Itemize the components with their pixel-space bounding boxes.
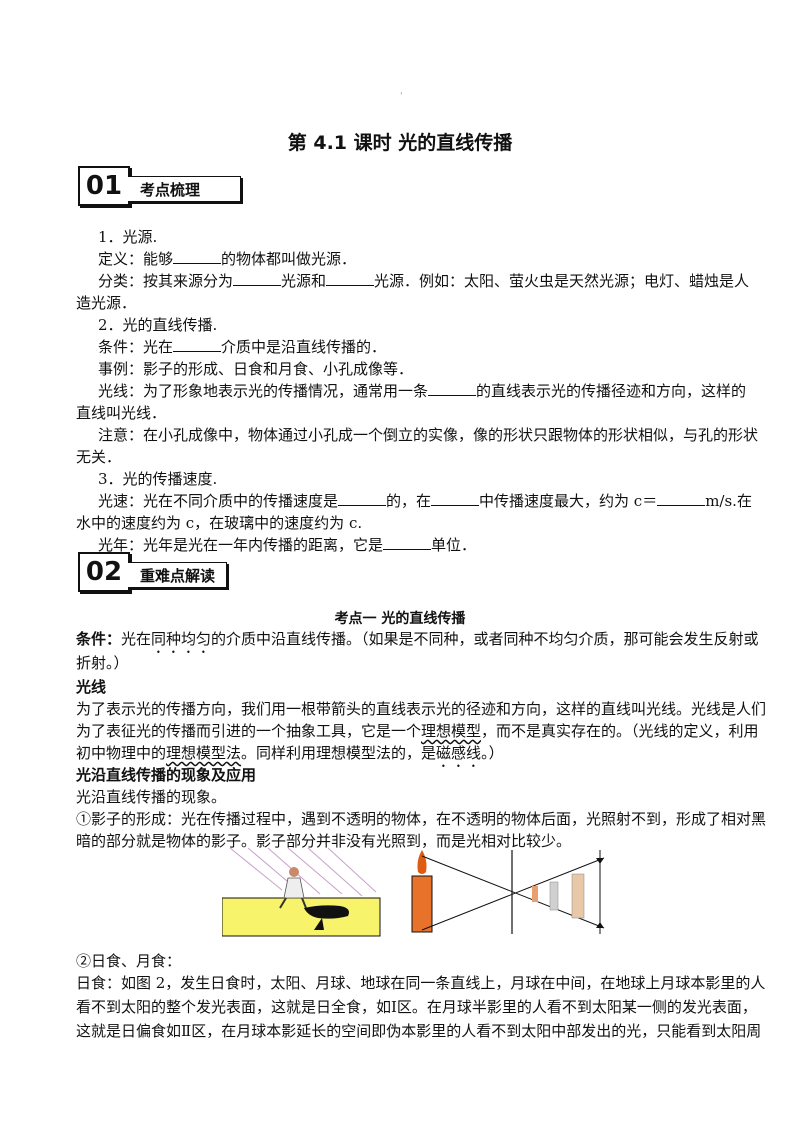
eclipse-heading: ②日食、月食： [76,952,182,970]
section-2-label: 重难点解读 [128,562,227,588]
keyword: 光线 [76,678,107,696]
emphasis-text: 同种均匀 [151,630,212,648]
fill-blank [233,271,282,286]
text: 光线：为了形象地表示光的传播情况，通常用一条 [98,382,429,400]
s1-line-15: 光年：光年是光在一年内传播的距离，它是 单位． [98,534,476,556]
text: ，而不是真实存在的。（光线的定义，利用 [481,722,759,740]
keyword: 条件： [76,630,122,648]
fill-blank [326,271,375,286]
shadow-figure [222,847,381,937]
text: 。） [481,744,504,762]
text: m/s.在 [705,492,752,510]
shadow-line-1: ①影子的形成：光在传播过程中，遇到不透明的物体，在不透明的物体后面，光照射不到，… [76,810,767,828]
ray-line-1: 为了表示光的传播方向，我们用一根带箭头的直线表示光的径迹和方向，这样的直线叫光线… [76,700,767,718]
text: 的直线表示光的传播径迹和方向，这样的 [476,382,747,400]
text: 光源．例如：太阳、萤火虫是天然光源；电灯、蜡烛是人 [374,272,750,290]
section-1-header: 01 考点梳理 [78,166,241,206]
text: 光速：光在不同介质中的传播速度是 [98,492,339,510]
text: 介质中是沿直线传播的． [221,338,387,356]
text: 初中物理中的 [76,744,167,762]
s1-line-1: 1．光源. [98,228,158,246]
ray-line-2: 为了表征光的传播而引进的一个抽象工具，它是一个理想模型，而不是真实存在的。（光线… [76,720,759,743]
text: 的物体都叫做光源． [221,250,357,268]
eclipse-line-2: 看不到太阳的整个发光表面，这就是日全食，如Ⅰ区。在月球半影里的人看不到太阳某一侧… [76,998,757,1016]
section-2-header: 02 重难点解读 [78,552,238,592]
s1-line-9: 直线叫光线． [76,404,167,422]
s1-line-2: 定义：能够 的物体都叫做光源． [98,248,356,270]
condition-line: 条件：光在同种均匀的介质中沿直线传播。（如果是不同种，或者同种不均匀介质，那可能… [76,628,759,657]
text: 为了表征光的传播而引进的一个抽象工具，它是一个 [76,722,422,740]
text: 分类：按其来源分为 [98,272,234,290]
section-1-number: 01 [78,166,130,206]
text: 光年：光年是光在一年内传播的距离，它是 [98,536,384,554]
fill-blank [428,381,477,396]
text: 条件：光在 [98,338,174,356]
s1-line-4: 造光源． [76,294,137,312]
fill-blank [657,491,706,506]
header-mark: ' [400,92,403,102]
s1-line-6: 条件：光在 介质中是沿直线传播的． [98,336,386,358]
text: 的介质中沿直线传播。（如果是不同种，或者同种不均匀介质，那可能会发生反射或 [211,630,759,648]
s1-line-7: 事例：影子的形成、日食和月食、小孔成像等． [98,360,414,378]
emphasis-text: 理想模型法 [166,744,242,762]
emphasis-text: 理想模型 [421,722,482,740]
eclipse-line-1: 日食：如图 2，发生日食时，太阳、月球、地球在同一条直线上，月球在中间，在地球上… [76,974,766,992]
text: 光源和 [281,272,327,290]
text: 定义：能够 [98,250,174,268]
s1-line-12: 3．光的传播速度. [98,470,218,488]
s1-line-13: 光速：光在不同介质中的传播速度是 的，在 中传播速度最大，约为 c＝ m/s.在 [98,490,752,512]
keyword: 光沿直线传播的现象及应用 [76,766,257,784]
s1-line-10: 注意：在小孔成像中，物体通过小孔成一个倒立的实像，像的形状只跟物体的形状相似，与… [98,426,759,444]
s1-line-8: 光线：为了形象地表示光的传播情况，通常用一条 的直线表示光的传播径迹和方向，这样的 [98,380,746,402]
fill-blank [173,249,222,264]
text: 中传播速度最大，约为 c＝ [479,492,658,510]
application-heading: 光沿直线传播的现象及应用 [76,764,256,787]
ray-line-3: 初中物理中的理想模型法。同样利用理想模型法的，是磁感线。） [76,742,504,771]
text: 的，在 [386,492,432,510]
fill-blank [431,491,480,506]
shadow-line-2: 暗的部分就是物体的影子。影子部分并非没有光照到，而是光相对比较少。 [76,832,572,850]
section-2-number: 02 [78,552,130,592]
text: 单位． [431,536,477,554]
s1-line-11: 无关． [76,448,122,466]
s1-line-3: 分类：按其来源分为 光源和 光源．例如：太阳、萤火虫是天然光源；电灯、蜡烛是人 [98,270,749,292]
pinhole-figure [411,850,605,934]
s1-line-14: 水中的速度约为 c，在玻璃中的速度约为 c. [76,514,363,532]
application-line: 光沿直线传播的现象。 [76,788,227,806]
s1-line-5: 2．光的直线传播. [98,316,218,334]
fill-blank [338,491,387,506]
topic-heading: 考点一 光的直线传播 [334,611,466,627]
text: 。同样利用理想模型法的，是 [241,744,437,762]
text: 光在 [121,630,152,648]
page-title: 第 4.1 课时 光的直线传播 [287,132,513,154]
fill-blank [383,535,432,550]
emphasis-text: 磁感线 [436,744,482,762]
condition-line-2: 折射。） [76,654,129,672]
ray-heading: 光线 [76,676,106,699]
fill-blank [173,337,222,352]
section-1-label: 考点梳理 [128,176,241,202]
eclipse-line-3: 这就是日偏食如Ⅱ区，在月球本影延长的空间即伪本影里的人看不到太阳中部发出的光，只… [76,1022,762,1040]
